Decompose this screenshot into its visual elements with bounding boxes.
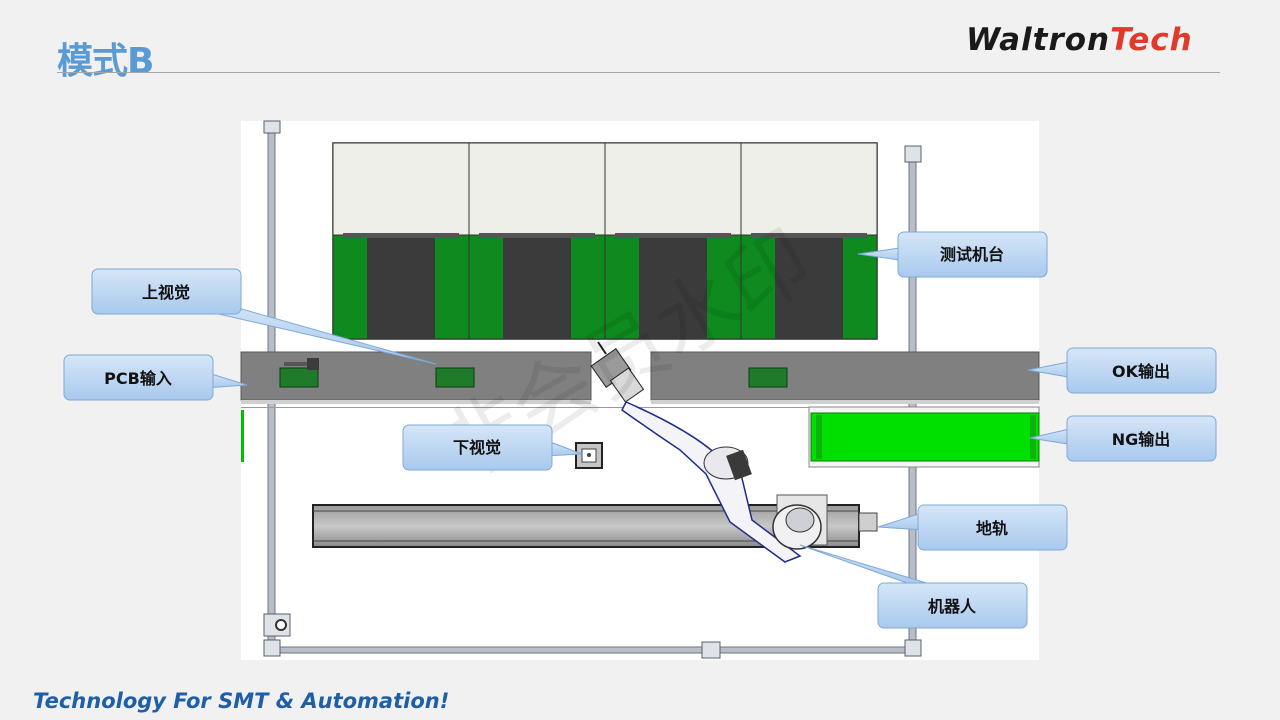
logo-part2: Tech (1110, 22, 1193, 58)
logo-part1: Waltron (966, 22, 1111, 58)
lower-vision-camera (575, 442, 603, 469)
callout-robot: 机器人 (799, 544, 1028, 629)
test-unit-2 (468, 142, 606, 340)
callout-lower-vision-text: 下视觉 (453, 438, 501, 457)
callout-ground-rail: 地轨 (877, 504, 1068, 551)
company-logo: WaltronTech (966, 22, 1193, 58)
ground-rail (312, 504, 878, 548)
callout-ok-output-text: OK输出 (1112, 362, 1170, 381)
callout-ground-rail-text: 地轨 (976, 519, 1008, 538)
callout-test-station-text: 测试机台 (940, 245, 1004, 264)
ng-output-bin (808, 406, 1040, 468)
footer-tagline: Technology For SMT & Automation! (33, 689, 450, 713)
callout-pcb-input: PCB输入 (63, 354, 248, 401)
input-conveyor (240, 351, 592, 404)
ng-left-edge (241, 410, 244, 462)
test-station (332, 142, 878, 340)
test-unit-4 (740, 142, 878, 340)
callout-test-station: 测试机台 (857, 231, 1048, 278)
page-title: 模式B (57, 41, 154, 82)
ok-output-conveyor (650, 351, 1040, 404)
robot-arm (590, 341, 828, 563)
header-divider (57, 72, 1220, 73)
callout-pcb-input-text: PCB输入 (104, 369, 172, 388)
callout-ng-output: NG输出 (1029, 415, 1217, 462)
callout-upper-vision: 上视觉 (91, 268, 437, 365)
callout-lower-vision: 下视觉 (402, 424, 583, 471)
callout-robot-text: 机器人 (928, 597, 977, 616)
callout-upper-vision-text: 上视觉 (142, 283, 190, 302)
callout-ok-output: OK输出 (1027, 347, 1217, 394)
callout-ng-output-text: NG输出 (1112, 430, 1171, 449)
test-unit-1 (332, 142, 470, 340)
